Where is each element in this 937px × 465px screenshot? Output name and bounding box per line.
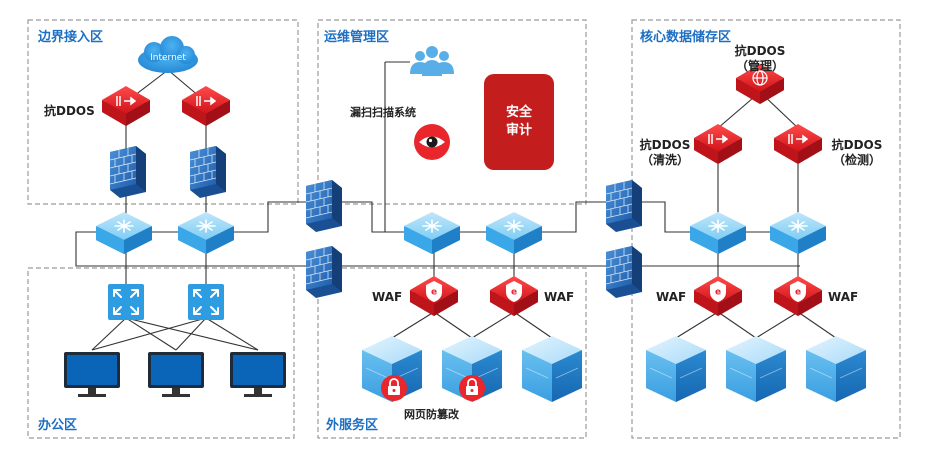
ops-switch-right xyxy=(485,211,543,255)
security-audit-line2: 审计 xyxy=(505,123,532,138)
office-monitor-3 xyxy=(230,352,286,397)
internet-cloud xyxy=(138,36,198,73)
core-ddos-detect-title: 抗DDOS xyxy=(831,138,883,152)
security-audit-label: 安全 审计 xyxy=(484,104,554,140)
border-firewall-right xyxy=(189,145,227,199)
core-waf-right: e xyxy=(774,276,822,316)
core-ddos-management xyxy=(736,64,784,104)
core-ddos-clean-sub: （清洗） xyxy=(640,153,689,167)
zone-frame-office xyxy=(27,267,295,439)
zone-title-border: 边界接入区 xyxy=(38,30,104,45)
zone-title-external: 外服务区 xyxy=(326,418,379,433)
border-ddos-label: 抗DDOS xyxy=(44,104,95,118)
tamper-protection-label: 网页防篡改 xyxy=(404,408,459,421)
core-switch-right xyxy=(769,211,827,255)
internet-label: Internet xyxy=(150,53,186,63)
vulnerability-scan-label: 漏扫扫描系统 xyxy=(350,106,416,119)
office-router-left xyxy=(107,283,145,321)
ddos-icon xyxy=(196,96,217,106)
border-ddos-right xyxy=(182,86,230,126)
ops-firewall-lower xyxy=(305,245,343,299)
core-firewall-upper xyxy=(605,179,643,233)
zone-title-core: 核心数据储存区 xyxy=(640,30,732,45)
border-switch-right xyxy=(177,211,235,255)
zone-title-ops: 运维管理区 xyxy=(324,30,390,45)
core-server-3 xyxy=(805,335,867,403)
waf-label-left: WAF xyxy=(372,290,403,304)
waf-shield-icon: e xyxy=(790,281,806,302)
tamper-lock-icon-left xyxy=(380,374,408,402)
zone-frame-ops xyxy=(317,19,587,205)
zone-title-office: 办公区 xyxy=(38,418,78,433)
ops-firewall-upper xyxy=(305,179,343,233)
core-ddos-detect-label: 抗DDOS （检测） xyxy=(826,138,888,168)
svg-text:e: e xyxy=(715,288,721,298)
core-ddos-clean-title: 抗DDOS xyxy=(639,138,691,152)
border-firewall-left xyxy=(109,145,147,199)
office-monitor-1 xyxy=(64,352,120,397)
core-ddos-clean-label: 抗DDOS （清洗） xyxy=(634,138,696,168)
ops-switch-left xyxy=(403,211,461,255)
core-server-1 xyxy=(645,335,707,403)
core-ddos-detect xyxy=(774,124,822,164)
ddos-icon xyxy=(116,96,137,106)
core-waf-label-left: WAF xyxy=(656,290,687,304)
zone-frame-border xyxy=(27,19,299,205)
globe-icon xyxy=(752,70,768,86)
ddos-icon xyxy=(788,134,809,144)
core-waf-label-right: WAF xyxy=(828,290,859,304)
security-audit-box xyxy=(484,74,554,170)
svg-text:e: e xyxy=(431,288,437,298)
core-ddos-management-label: 抗DDOS （管理） xyxy=(722,44,798,74)
core-server-2 xyxy=(725,335,787,403)
zone-frame-external xyxy=(317,267,587,439)
waf-device-left: e xyxy=(410,276,458,316)
core-ddos-detect-sub: （检测） xyxy=(832,153,881,167)
external-server-3 xyxy=(521,335,583,403)
svg-text:e: e xyxy=(795,288,801,298)
core-ddos-management-title: 抗DDOS xyxy=(734,44,786,58)
waf-shield-icon: e xyxy=(506,281,522,302)
core-firewall-lower xyxy=(605,245,643,299)
waf-shield-icon: e xyxy=(426,281,442,302)
core-switch-left xyxy=(689,211,747,255)
waf-shield-icon: e xyxy=(710,281,726,302)
ddos-icon xyxy=(708,134,729,144)
users-icon xyxy=(410,46,454,76)
waf-label-right: WAF xyxy=(544,290,575,304)
office-monitor-2 xyxy=(148,352,204,397)
core-ddos-management-sub: （管理） xyxy=(735,59,784,73)
zone-frames xyxy=(27,19,901,439)
waf-device-right: e xyxy=(490,276,538,316)
office-router-right xyxy=(187,283,225,321)
security-audit-line1: 安全 xyxy=(505,105,532,120)
core-waf-left: e xyxy=(694,276,742,316)
border-ddos-left xyxy=(102,86,150,126)
svg-text:e: e xyxy=(511,288,517,298)
zone-frame-core xyxy=(631,19,901,439)
border-switch-left xyxy=(95,211,153,255)
core-ddos-clean xyxy=(694,124,742,164)
vulnerability-scan-eye-icon xyxy=(414,124,450,160)
tamper-lock-icon-right xyxy=(458,374,486,402)
